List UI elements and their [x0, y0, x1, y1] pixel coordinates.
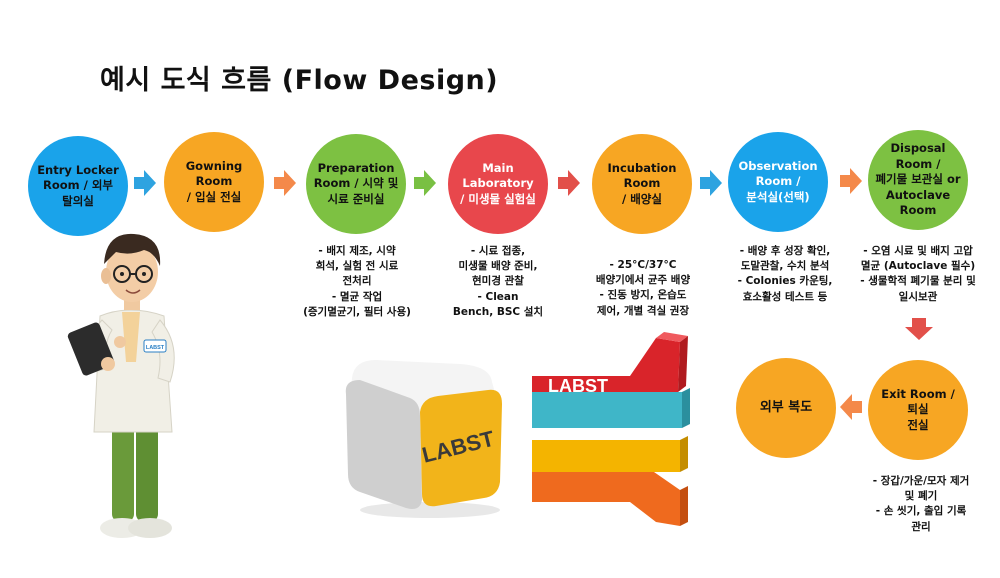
node-exit-room: Exit Room / 퇴실 전실	[868, 360, 968, 460]
node-preparation-room: Preparation Room / 시약 및 시료 준비실	[306, 134, 406, 234]
node-outside-corridor: 외부 복도	[736, 358, 836, 458]
labst-bars-graphic: LABST	[532, 332, 690, 526]
node-gowning-room: Gowning Room / 입실 전실	[164, 132, 264, 232]
note-preparation: - 배지 제조, 시약 희석, 실험 전 시료 전처리 - 멸균 작업 (증기멸…	[303, 245, 411, 318]
arrow-observation-to-disposal	[840, 168, 862, 194]
note-incubation: - 25°C/37°C 배양기에서 균주 배양 - 진동 방지, 온습도 제어,…	[595, 259, 691, 317]
node-entry-locker-room: Entry Locker Room / 외부 탈의실	[28, 136, 128, 236]
arrow-gowning-to-preparation	[274, 170, 296, 196]
node-main-laboratory: Main Laboratory / 미생물 실험실	[448, 134, 548, 234]
badge-logo-text: LABST	[146, 345, 165, 351]
arrow-exit-to-outside	[840, 394, 862, 420]
arrow-mainlab-to-incubation	[558, 170, 580, 196]
arrow-entry-to-gowning	[134, 170, 156, 196]
node-disposal-room: Disposal Room / 폐기물 보관실 or Autoclave Roo…	[868, 130, 968, 230]
bars-logo-text: LABST	[548, 376, 608, 396]
page-title: 예시 도식 흐름 (Flow Design)	[100, 65, 499, 96]
note-exit: - 장갑/가운/모자 제거 및 폐기 - 손 씻기, 출입 기록 관리	[872, 475, 970, 533]
arrow-preparation-to-mainlab	[414, 170, 436, 196]
node-incubation-room: Incubation Room / 배양실	[592, 134, 692, 234]
arrow-incubation-to-observation	[700, 170, 722, 196]
labst-cube: LABST	[345, 360, 502, 518]
arrow-disposal-to-exit	[905, 318, 933, 340]
node-observation-room: Observation Room / 분석실(선택)	[728, 132, 828, 232]
note-observation: - 배양 후 성장 확인, 도말관찰, 수치 분석 - Colonies 카운팅…	[737, 245, 833, 303]
scientist-illustration: LABST	[67, 233, 175, 538]
note-main-laboratory: - 시료 접종, 미생물 배양 준비, 현미경 관찰 - Clean Bench…	[452, 245, 544, 318]
note-disposal: - 오염 시료 및 배지 고압 멸균 (Autoclave 필수) - 생물학적…	[860, 245, 976, 303]
